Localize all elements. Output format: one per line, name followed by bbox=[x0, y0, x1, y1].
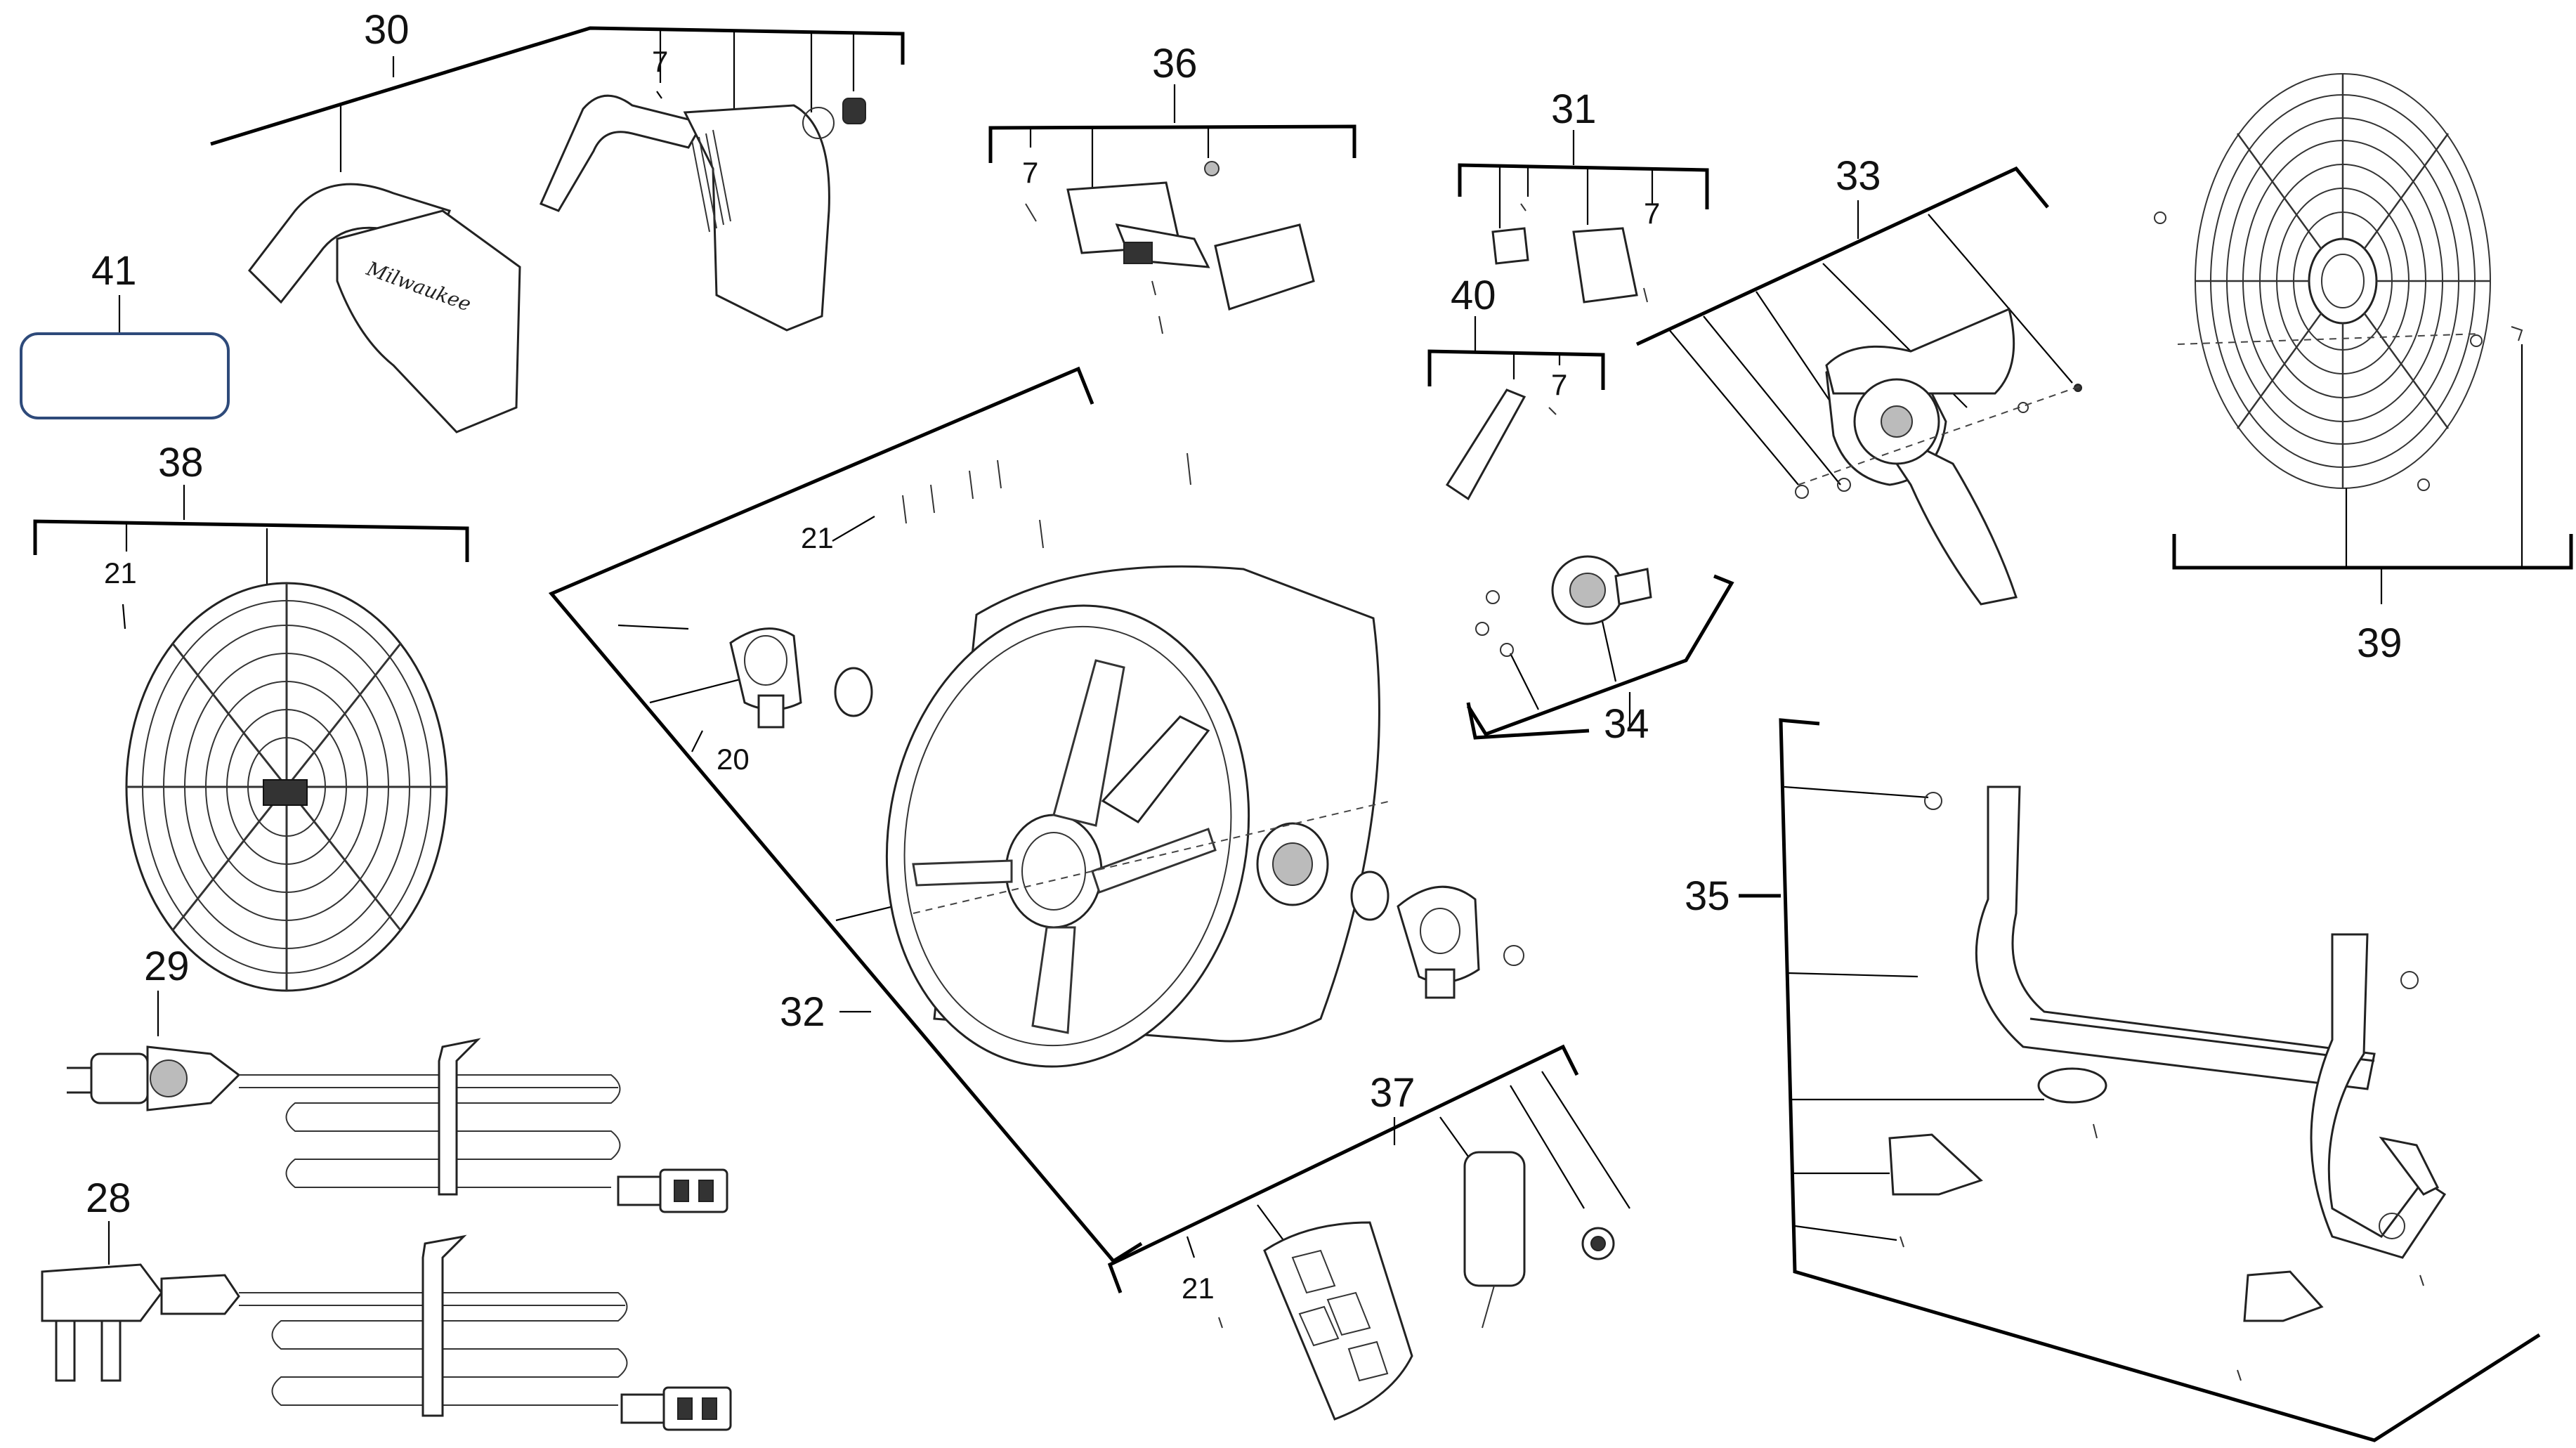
part-group-40: 40 7 bbox=[1427, 273, 1605, 501]
callout-21-drum: 21 bbox=[801, 521, 834, 554]
part-group-31: 31 7 bbox=[1458, 86, 1709, 304]
part-group-30: 30 7 Milwaukee bbox=[210, 7, 905, 433]
callout-7-bracket: 7 bbox=[1644, 197, 1660, 230]
callout-34: 34 bbox=[1604, 701, 1649, 747]
callout-29: 29 bbox=[144, 944, 190, 989]
mount-plate-icon bbox=[1572, 227, 1638, 304]
callout-30: 30 bbox=[364, 7, 410, 53]
callout-28: 28 bbox=[86, 1175, 131, 1221]
switch-knob-icon bbox=[842, 98, 866, 124]
callout-31: 31 bbox=[1551, 86, 1597, 132]
stand-frame-icon bbox=[1888, 785, 2447, 1381]
vent-panel-icon bbox=[683, 104, 830, 332]
part-group-28: 28 bbox=[41, 1175, 732, 1431]
callout-7-pcb: 7 bbox=[1022, 156, 1038, 189]
fan-blade-icon bbox=[1795, 307, 2082, 606]
callout-39: 39 bbox=[2357, 620, 2402, 666]
part-group-34: 34 bbox=[1466, 555, 1734, 747]
eu-power-cord-icon bbox=[67, 1038, 728, 1213]
callout-38: 38 bbox=[158, 440, 204, 485]
part-group-37: 37 21 bbox=[1107, 1044, 1630, 1421]
rear-grille-icon bbox=[2154, 73, 2523, 491]
callout-7-small: 7 bbox=[1551, 368, 1567, 401]
motor-mount-icon bbox=[729, 627, 1524, 999]
callout-40: 40 bbox=[1451, 273, 1496, 318]
callout-35: 35 bbox=[1685, 873, 1730, 919]
control-board-icon bbox=[1025, 161, 1315, 334]
part-group-35: 35 bbox=[1685, 718, 2541, 1442]
part-group-36: 36 7 bbox=[988, 41, 1356, 334]
rear-frame-icon bbox=[539, 94, 705, 212]
callout-21-guard: 21 bbox=[104, 556, 137, 589]
callout-20: 20 bbox=[717, 743, 750, 776]
part-group-33: 33 bbox=[1635, 153, 2082, 606]
callout-33: 33 bbox=[1836, 153, 1881, 199]
housing-cover-icon bbox=[336, 209, 521, 433]
part-group-32: 21 20 32 bbox=[548, 366, 1524, 1264]
drum-screws-icon bbox=[902, 452, 1191, 549]
mount-clip-icon bbox=[1491, 227, 1529, 265]
uk-power-cord-icon bbox=[41, 1234, 732, 1431]
callout-41: 41 bbox=[91, 248, 137, 294]
cord-clip-icon bbox=[1445, 389, 1526, 501]
part-group-29: 29 bbox=[67, 944, 728, 1213]
label-placeholder bbox=[20, 332, 230, 419]
callout-36: 36 bbox=[1152, 41, 1198, 86]
part-group-41: 41 bbox=[20, 248, 230, 419]
motor-icon bbox=[1475, 555, 1652, 657]
part-group-39: 39 bbox=[2154, 73, 2573, 666]
callout-21-psu: 21 bbox=[1182, 1272, 1215, 1305]
o-ring-icon bbox=[802, 107, 835, 139]
power-supply-icon bbox=[1218, 1151, 1615, 1421]
part-group-38: 38 21 bbox=[33, 440, 469, 992]
front-guard-icon bbox=[125, 582, 448, 992]
callout-32: 32 bbox=[780, 989, 825, 1035]
callout-7-top: 7 bbox=[652, 45, 668, 78]
fan-drum-icon bbox=[885, 565, 1392, 1068]
callout-37: 37 bbox=[1370, 1070, 1416, 1116]
